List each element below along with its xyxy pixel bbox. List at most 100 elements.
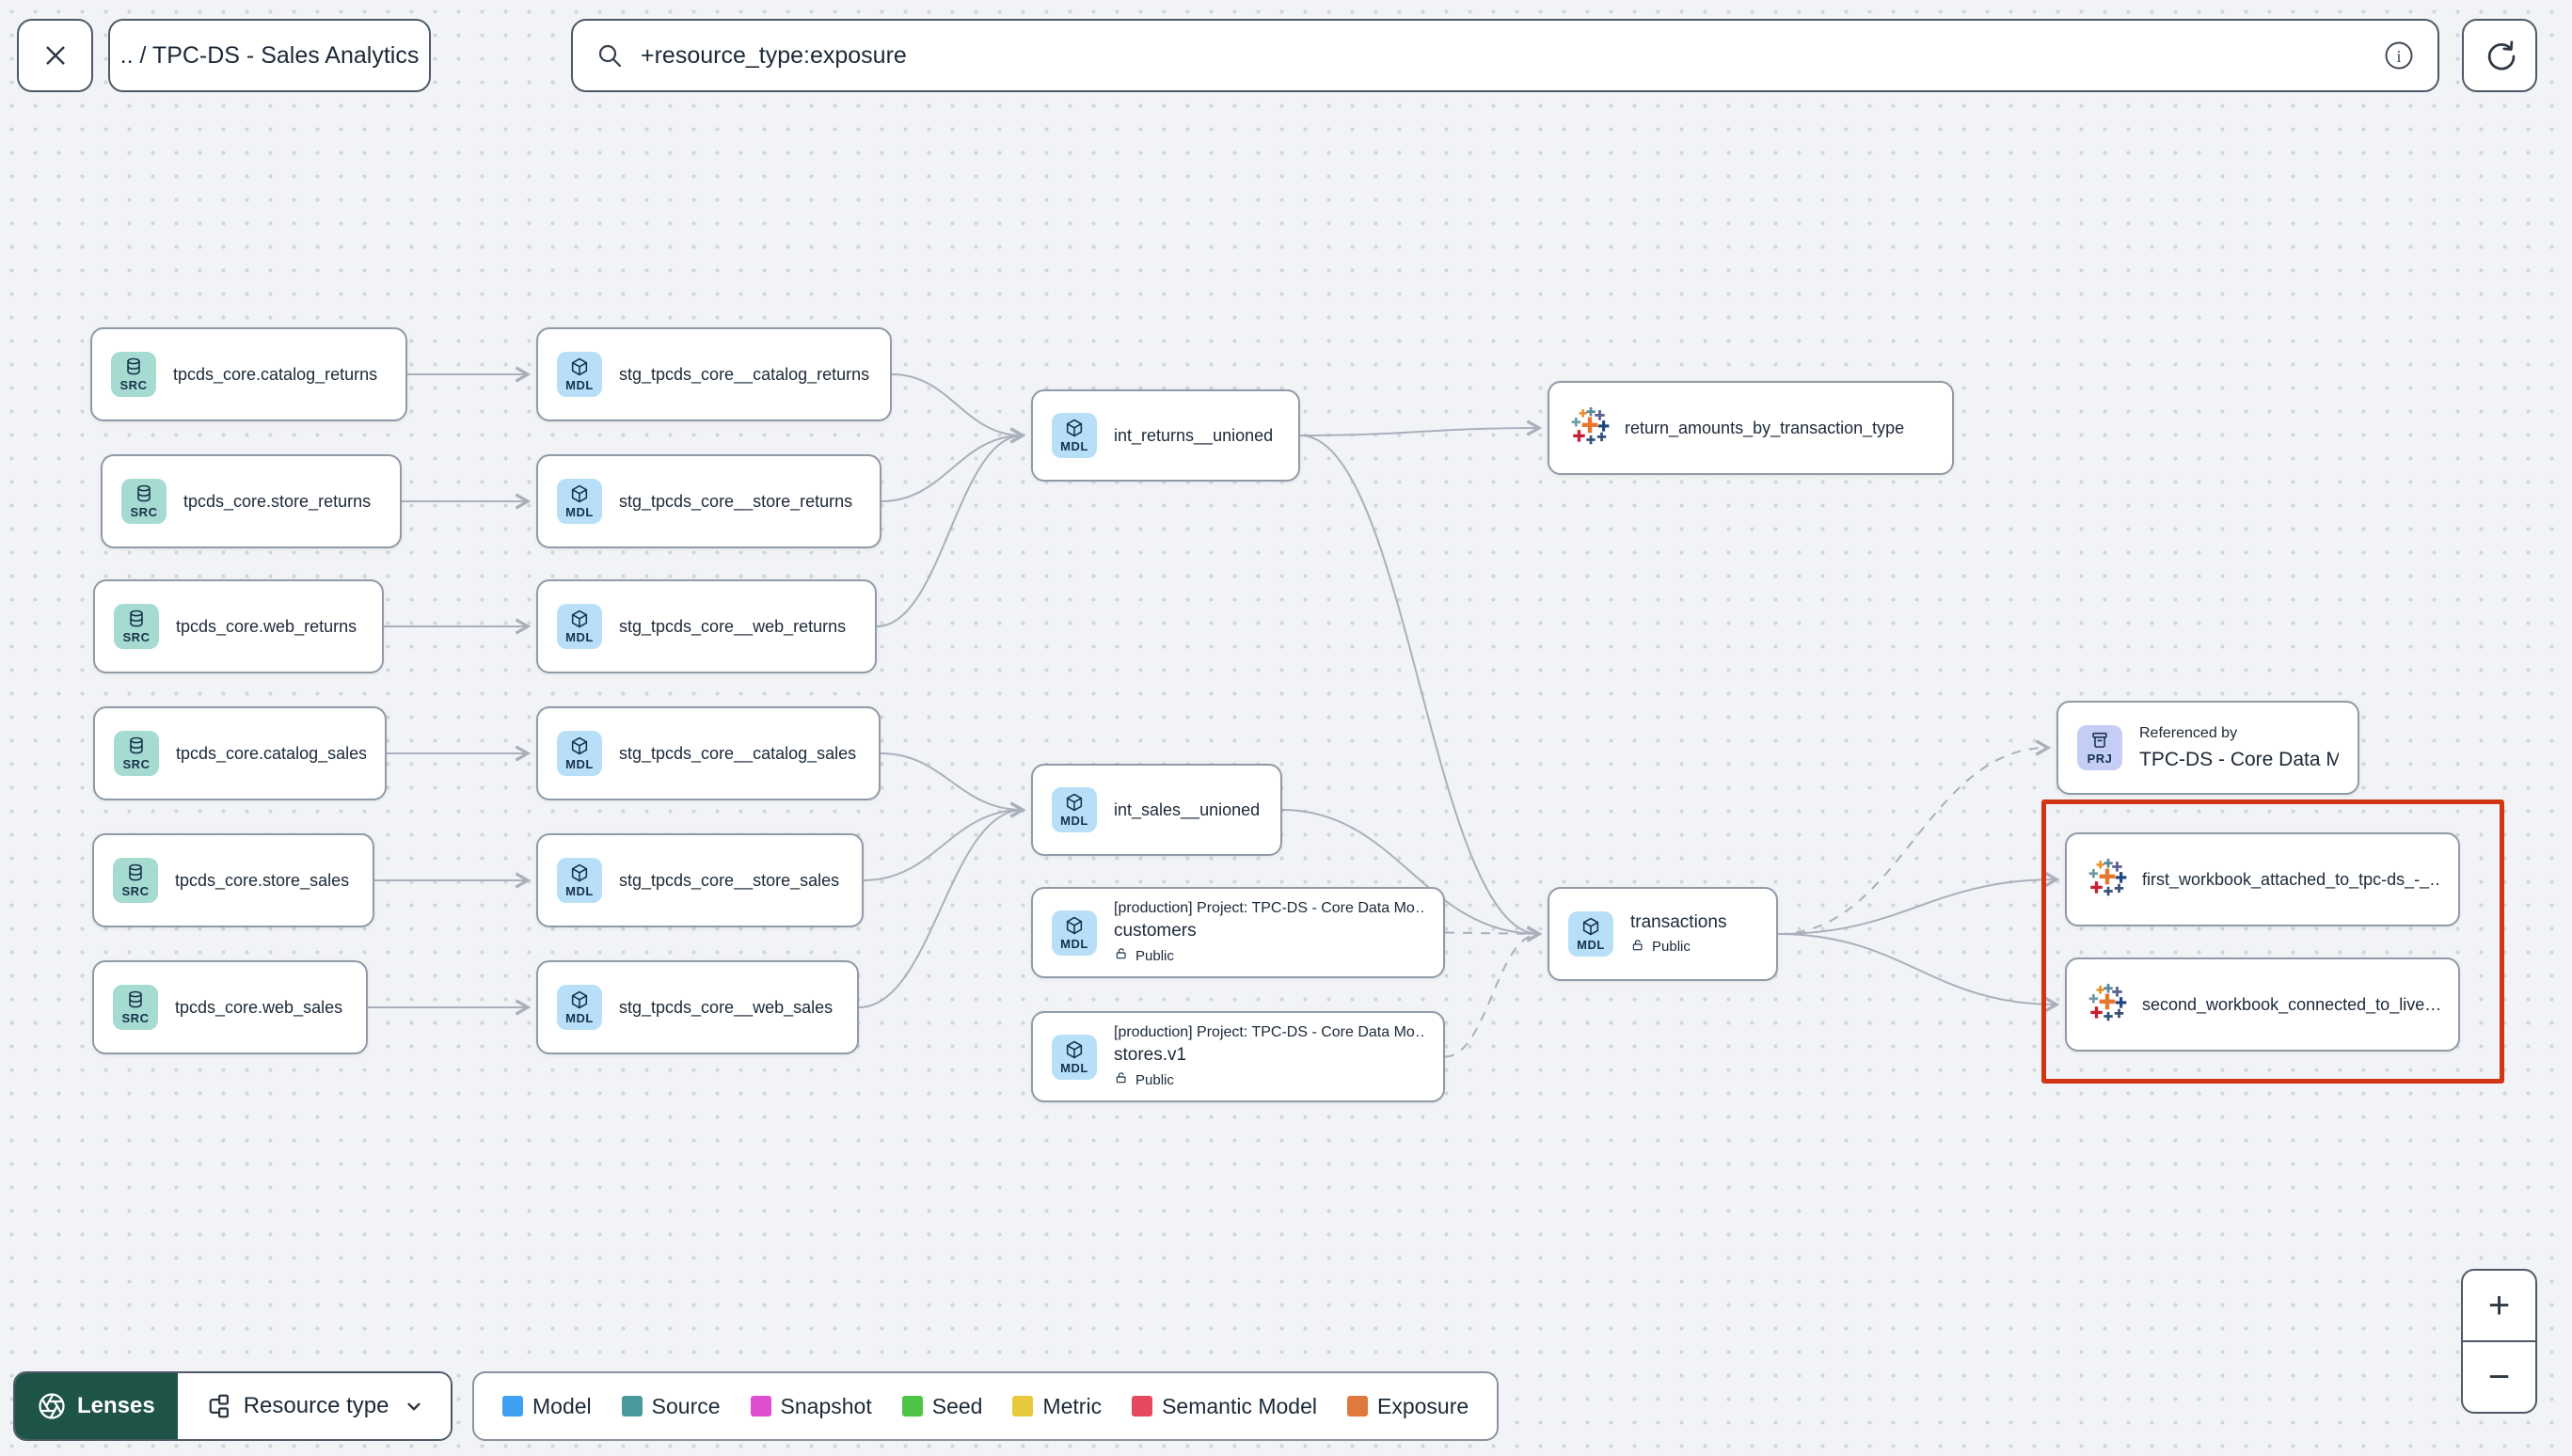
search-input[interactable] — [641, 41, 2366, 70]
breadcrumb[interactable]: .. / TPC-DS - Sales Analytics — [108, 19, 431, 92]
node-exposure-return-amounts[interactable]: return_amounts_by_transaction_type — [1548, 381, 1954, 475]
cube-icon: MDL — [557, 985, 602, 1030]
cube-icon: MDL — [1052, 413, 1097, 458]
close-button[interactable] — [17, 19, 93, 92]
lenses-button[interactable]: Lenses — [15, 1373, 178, 1439]
cube-icon: MDL — [1052, 1034, 1097, 1080]
node-wb-first[interactable]: first_workbook_attached_to_tpc-ds_-_… — [2065, 832, 2460, 926]
resource-graph-icon — [209, 1394, 229, 1418]
node-label: customers — [1114, 921, 1197, 941]
tableau-icon — [2086, 983, 2129, 1026]
legend-label: Source — [651, 1393, 721, 1418]
legend-swatch — [1347, 1396, 1368, 1416]
legend-swatch — [1012, 1396, 1034, 1416]
node-label: tpcds_core.store_sales — [175, 870, 350, 890]
edge-stg-store-returns-to-int-returns-unioned — [881, 427, 1026, 502]
node-label: first_workbook_attached_to_tpc-ds_-_… — [2142, 869, 2439, 889]
edge-transactions-to-wb-first — [1777, 871, 2060, 935]
refresh-button[interactable] — [2462, 19, 2537, 92]
edge-transactions-to-wb-second — [1777, 933, 2060, 1013]
node-label: tpcds_core.store_returns — [183, 491, 372, 511]
lenses-label: Lenses — [77, 1393, 155, 1418]
node-label: int_sales__unioned — [1114, 799, 1261, 819]
legend-label: Semantic Model — [1162, 1393, 1317, 1418]
edge-customers-to-transactions — [1444, 926, 1543, 942]
legend-label: Seed — [931, 1393, 983, 1418]
lock-open-icon — [1114, 946, 1129, 965]
node-label: stg_tpcds_core__catalog_returns — [619, 364, 870, 384]
node-customers[interactable]: MDL[production] Project: TPC-DS - Core D… — [1031, 887, 1445, 978]
zoom-out-button[interactable]: − — [2463, 1342, 2535, 1412]
legend-item-snapshot: Snapshot — [750, 1394, 872, 1419]
node-wb-second[interactable]: second_workbook_connected_to_live… — [2065, 957, 2460, 1052]
edge-stg-web-sales-to-int-sales-unioned — [858, 801, 1026, 1008]
legend-item-source: Source — [621, 1393, 721, 1419]
node-label: stores.v1 — [1114, 1045, 1187, 1065]
zoom-in-button[interactable]: + — [2463, 1271, 2535, 1342]
cube-icon: MDL — [557, 479, 602, 524]
legend-item-seed: Seed — [901, 1393, 983, 1419]
edge-int-returns-unioned-to-exposure-return-amounts — [1299, 419, 1543, 436]
refresh-icon — [2487, 40, 2516, 71]
minus-icon: − — [2487, 1355, 2511, 1398]
node-label: tpcds_core.catalog_returns — [173, 364, 378, 384]
info-icon[interactable]: i — [2383, 40, 2415, 71]
legend-label: Exposure — [1377, 1393, 1469, 1418]
cube-icon: MDL — [557, 604, 602, 649]
legend-item-metric: Metric — [1012, 1394, 1102, 1419]
public-badge: Public — [1114, 946, 1424, 965]
node-stores-v1[interactable]: MDL [production] Project: TPC-DS - Core D… — [1031, 1011, 1445, 1102]
public-badge: Public — [1630, 938, 1726, 957]
edge-transactions-to-prj-core-data-models — [1777, 739, 2052, 935]
node-header: Referenced by — [2139, 724, 2238, 741]
edge-stg-store-sales-to-int-sales-unioned — [863, 801, 1026, 881]
node-stg-store-returns[interactable]: MDL stg_tpcds_core__store_returns — [536, 454, 881, 548]
database-icon: SRC — [114, 604, 159, 649]
node-label: TPC-DS - Core Data Models — [2139, 748, 2339, 770]
node-label: stg_tpcds_core__web_returns — [619, 616, 847, 636]
node-stg-web-returns[interactable]: MDL stg_tpcds_core__web_returns — [536, 579, 877, 673]
node-src-store-sales[interactable]: SRC tpcds_core.store_sales — [92, 833, 374, 927]
legend-item-semantic-model: Semantic Model — [1132, 1394, 1317, 1419]
zoom-controls: + − — [2461, 1269, 2537, 1414]
close-icon — [45, 46, 65, 65]
cube-icon: MDL — [557, 352, 602, 397]
node-int-sales-unioned[interactable]: MDL int_sales__unioned — [1031, 764, 1282, 856]
node-src-store-returns[interactable]: SRC tpcds_core.store_returns — [101, 454, 402, 548]
edge-int-returns-unioned-to-transactions — [1299, 435, 1543, 942]
selection-highlight — [2041, 799, 2504, 1084]
legend-swatch — [750, 1396, 771, 1416]
node-stg-catalog-returns[interactable]: MDL stg_tpcds_core__catalog_returns — [536, 327, 892, 421]
cube-icon: MDL — [1052, 787, 1097, 832]
node-label: stg_tpcds_core__catalog_sales — [619, 743, 857, 763]
edge-stores-v1-to-transactions — [1444, 926, 1543, 1058]
database-icon: SRC — [121, 479, 167, 524]
node-int-returns-unioned[interactable]: MDL int_returns__unioned — [1031, 389, 1300, 482]
cube-icon: MDL — [1052, 910, 1097, 956]
edge-stg-catalog-sales-to-int-sales-unioned — [880, 752, 1026, 818]
resource-type-dropdown[interactable]: Resource type — [177, 1373, 452, 1439]
node-header: [production] Project: TPC-DS - Core Data… — [1114, 1024, 1424, 1040]
edge-stg-catalog-returns-to-int-returns-unioned — [891, 373, 1026, 444]
node-label: int_returns__unioned — [1114, 425, 1274, 445]
node-label: stg_tpcds_core__store_returns — [619, 491, 853, 511]
legend-swatch — [502, 1396, 523, 1416]
tableau-icon — [2086, 858, 2129, 901]
database-icon: SRC — [113, 985, 158, 1030]
search-bar[interactable]: i — [571, 19, 2439, 92]
legend-swatch — [621, 1396, 643, 1416]
tableau-icon — [1568, 406, 1611, 450]
legend-item-exposure: Exposure — [1347, 1394, 1469, 1419]
plus-icon: + — [2487, 1284, 2511, 1326]
edge-int-sales-unioned-to-transactions — [1281, 809, 1543, 942]
database-icon: SRC — [113, 858, 158, 903]
